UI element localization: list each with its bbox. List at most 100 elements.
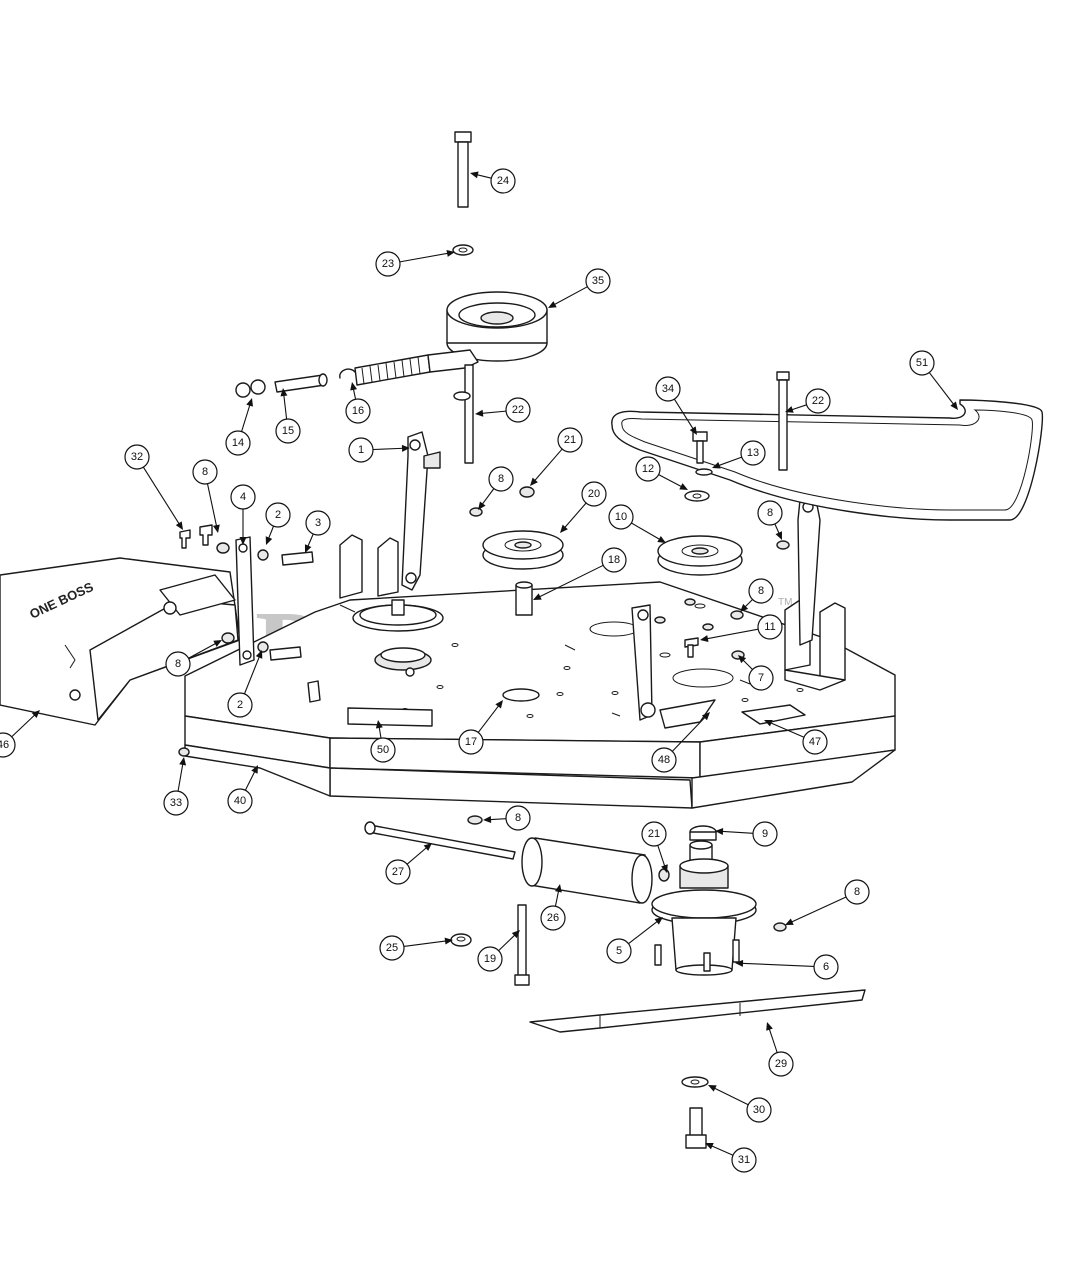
callout-arrowhead <box>478 501 486 510</box>
callout-bubble <box>585 268 611 294</box>
callout-c22a: 22 <box>785 388 831 414</box>
callout-arrowhead <box>446 249 455 257</box>
callout-leader <box>553 286 588 306</box>
drive-belt-51 <box>611 399 1044 521</box>
callout-c10: 10 <box>608 504 666 543</box>
callout-bubble <box>608 504 634 530</box>
callout-c3: 3 <box>304 510 331 553</box>
shaft-27 <box>364 821 516 860</box>
callout-c9: 9 <box>715 821 778 847</box>
spacer-18 <box>515 581 533 616</box>
callout-leader <box>741 658 753 670</box>
callout-c25: 25 <box>379 935 453 961</box>
callout-number: 15 <box>282 425 294 437</box>
callout-c29: 29 <box>766 1022 794 1077</box>
callout-c35: 35 <box>548 268 611 308</box>
callout-bubble <box>124 444 150 470</box>
callout-number: 27 <box>392 866 404 878</box>
callout-leader <box>563 502 587 529</box>
callout-number: 8 <box>515 812 521 824</box>
callout-number: 32 <box>131 451 143 463</box>
callout-bubble <box>844 879 870 905</box>
callout-leader <box>533 448 563 482</box>
callout-leader <box>475 173 492 179</box>
callout-c14: 14 <box>225 398 253 456</box>
callout-number: 7 <box>758 672 764 684</box>
callout-bubble <box>227 692 253 718</box>
callout-bubble <box>345 398 371 424</box>
callout-bubble <box>505 805 531 831</box>
callout-c13: 13 <box>712 440 766 469</box>
bolt-34 <box>692 431 708 464</box>
callout-arrowhead <box>212 524 220 533</box>
callout-arrowhead <box>554 884 562 893</box>
callout-bubble <box>757 614 783 640</box>
callout-arrowhead <box>423 843 432 851</box>
callout-arrowhead <box>735 959 744 967</box>
callout-arrowhead <box>280 388 288 397</box>
callout-leader <box>378 725 382 739</box>
callout-number: 19 <box>484 953 496 965</box>
callout-c8b: 8 <box>192 459 220 533</box>
callout-bubble <box>731 1147 757 1173</box>
callout-bubble <box>581 481 607 507</box>
callout-arrowhead <box>654 917 663 925</box>
callout-arrowhead <box>265 536 273 545</box>
callout-arrowhead <box>350 382 358 391</box>
callout-number: 16 <box>352 405 364 417</box>
callout-leader <box>705 628 759 640</box>
callout-leader <box>710 1144 734 1156</box>
callout-bubble <box>348 437 374 463</box>
callout-c7: 7 <box>738 655 774 691</box>
callout-c40: 40 <box>227 765 258 814</box>
callout-c50: 50 <box>370 720 396 763</box>
callout-leader <box>713 1087 749 1106</box>
callout-c46: 46 <box>0 710 40 758</box>
bolt-22-right <box>776 371 790 471</box>
callout-arrowhead <box>401 444 410 452</box>
callout-leader <box>538 564 604 598</box>
callout-c34: 34 <box>655 376 697 435</box>
callout-number: 8 <box>767 507 773 519</box>
callout-leader <box>790 404 807 411</box>
deck-spindle-pulley <box>352 599 444 677</box>
callout-arrowhead <box>530 477 538 486</box>
callout-c1: 1 <box>348 437 410 463</box>
callout-arrowhead <box>475 409 484 417</box>
washer-12 <box>684 490 710 502</box>
callout-arrowhead <box>657 535 666 543</box>
callout-number: 30 <box>753 1104 765 1116</box>
callout-bubble <box>802 729 828 755</box>
callout-c8d: 8 <box>740 578 774 612</box>
callout-c32: 32 <box>124 444 183 530</box>
callout-number: 9 <box>762 828 768 840</box>
callout-bubble <box>746 1097 772 1123</box>
callout-leader <box>142 466 181 526</box>
callout-c15: 15 <box>275 388 301 444</box>
callout-c22b: 22 <box>475 397 531 423</box>
callout-c8g: 8 <box>785 879 870 925</box>
callout-bubble <box>505 397 531 423</box>
callout-c8c: 8 <box>757 500 783 540</box>
washer-17 <box>502 688 540 702</box>
callout-bubble <box>635 456 661 482</box>
nuts-14 <box>235 379 266 398</box>
callout-bubble <box>748 665 774 691</box>
callout-arrowhead <box>785 918 794 925</box>
pin-15 <box>274 373 328 393</box>
callout-arrowhead <box>740 603 749 612</box>
callout-leader <box>241 403 251 432</box>
callout-leader <box>481 488 495 506</box>
callout-arrowhead <box>738 655 747 664</box>
discharge-chute: ONE BOSS <box>0 557 241 726</box>
pulley-10 <box>657 535 743 576</box>
callout-number: 13 <box>747 447 759 459</box>
callout-leader <box>372 447 405 451</box>
callout-number: 4 <box>240 491 246 503</box>
watermark-tm: TM <box>778 597 792 608</box>
callout-c16: 16 <box>345 382 371 424</box>
idler-arm-left <box>401 431 441 591</box>
callout-bubble <box>606 938 632 964</box>
